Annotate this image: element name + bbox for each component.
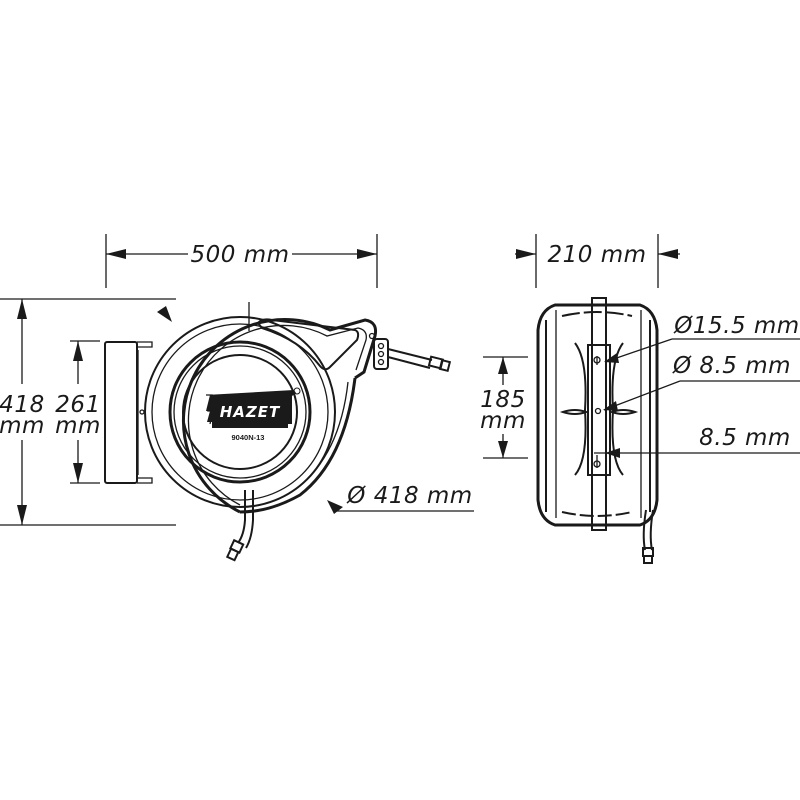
hose-bottom [225, 490, 254, 562]
bracket-height-dimension: 261 mm [55, 340, 101, 484]
brand-name: HAZET [220, 403, 281, 421]
side-callouts: Ø15.5 mm Ø 8.5 mm 8.5 mm [594, 313, 800, 458]
side-body [536, 297, 659, 564]
height-value: 418 [0, 392, 45, 418]
wall-bracket [104, 341, 153, 484]
depth-dimension: 210 mm [515, 234, 680, 288]
model-number: 9040N-13 [232, 433, 265, 442]
width-label: 500 mm [190, 242, 289, 268]
diameter-callout: Ø 418 mm [327, 483, 474, 514]
hose-outlet [373, 338, 452, 373]
front-view: 500 mm 418 mm 261 mm [0, 234, 474, 562]
height-unit: mm [0, 413, 45, 439]
callout-1-label: Ø15.5 mm [673, 313, 799, 339]
depth-label: 210 mm [547, 242, 646, 268]
height-dimension: 418 mm [0, 298, 176, 526]
hole-spacing-unit: mm [480, 408, 526, 434]
callout-2-label: Ø 8.5 mm [672, 353, 791, 379]
reel-housing [144, 302, 377, 514]
width-dimension: 500 mm [105, 234, 378, 288]
bracket-height-value: 261 [55, 392, 100, 418]
side-view: 210 mm 185 mm [480, 234, 800, 564]
hole-spacing-value: 185 [480, 387, 525, 413]
bracket-height-unit: mm [55, 413, 101, 439]
hazet-logo: HAZET 9040N-13 [206, 387, 301, 442]
callout-3-label: 8.5 mm [699, 425, 791, 451]
hole-spacing-dimension: 185 mm [480, 356, 528, 459]
diameter-label: Ø 418 mm [346, 483, 472, 509]
